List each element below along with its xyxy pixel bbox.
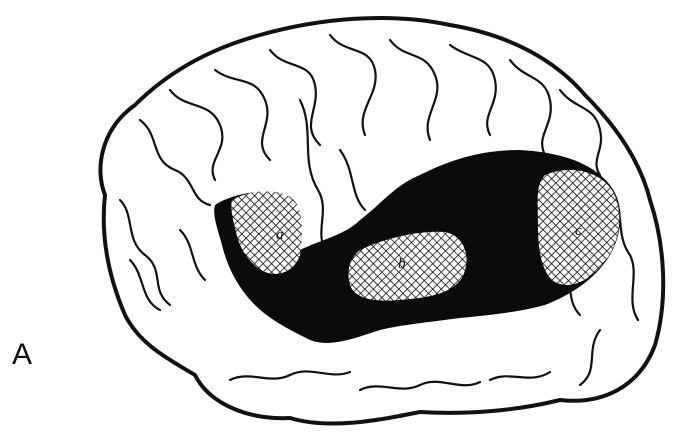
region-label-c: c: [575, 223, 582, 239]
region-label-a: a: [276, 227, 284, 243]
region-label-b: b: [398, 256, 406, 272]
panel-letter: A: [12, 338, 32, 372]
